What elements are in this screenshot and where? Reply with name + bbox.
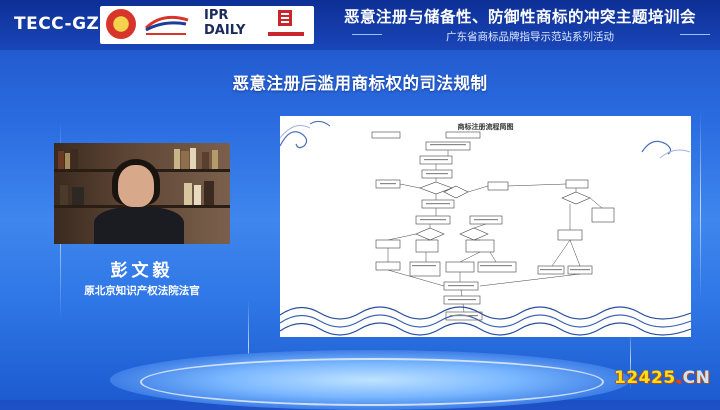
speaker-affiliation: 原北京知识产权法院法官: [84, 285, 200, 297]
book: [174, 149, 180, 169]
speaker-body: [94, 207, 184, 244]
book: [202, 152, 209, 169]
book: [204, 181, 214, 205]
speaker-video: [54, 143, 230, 244]
event-title: 恶意注册与储备性、防御性商标的冲突主题培训会: [343, 7, 696, 26]
presentation-slide: 商标注册流程简图: [280, 116, 691, 337]
subtitle-divider: [680, 34, 710, 35]
light-line: [700, 110, 701, 300]
seal-logo: [106, 9, 136, 39]
tecc-gz-logo: TECC-GZ: [14, 14, 100, 34]
book: [71, 149, 78, 169]
watermark-tld: CN: [682, 368, 711, 388]
wave-border-decoration: [280, 306, 691, 336]
book: [58, 151, 64, 169]
book: [190, 148, 196, 169]
book: [181, 151, 189, 169]
book: [65, 153, 70, 169]
light-line: [630, 330, 631, 390]
site-watermark: 12425.CN: [614, 368, 710, 388]
talk-topic: 恶意注册后滥用商标权的司法规制: [232, 74, 488, 93]
subtitle-divider: [352, 34, 382, 35]
wave-corner-decoration: [641, 140, 691, 159]
speaker-name: 彭文毅: [110, 261, 174, 281]
light-line: [248, 300, 249, 390]
book: [60, 185, 68, 205]
ip-firm-logo: [262, 8, 310, 42]
event-subtitle: 广东省商标品牌指导示范站系列活动: [446, 31, 614, 43]
book: [194, 185, 201, 205]
org-logo: [142, 10, 192, 38]
book: [72, 187, 84, 205]
stage-ring: [140, 358, 604, 406]
speaker-face: [118, 165, 154, 207]
book: [212, 150, 218, 169]
wave-corner-decoration: [280, 120, 331, 149]
watermark-number: 12425: [614, 368, 676, 388]
flowchart-title: 商标注册流程简图: [457, 123, 514, 131]
book: [184, 183, 192, 205]
watermark-dot: .: [675, 368, 683, 388]
ipr-daily-logo: IPR DAILY: [204, 8, 246, 38]
trademark-flowchart: [371, 131, 615, 321]
